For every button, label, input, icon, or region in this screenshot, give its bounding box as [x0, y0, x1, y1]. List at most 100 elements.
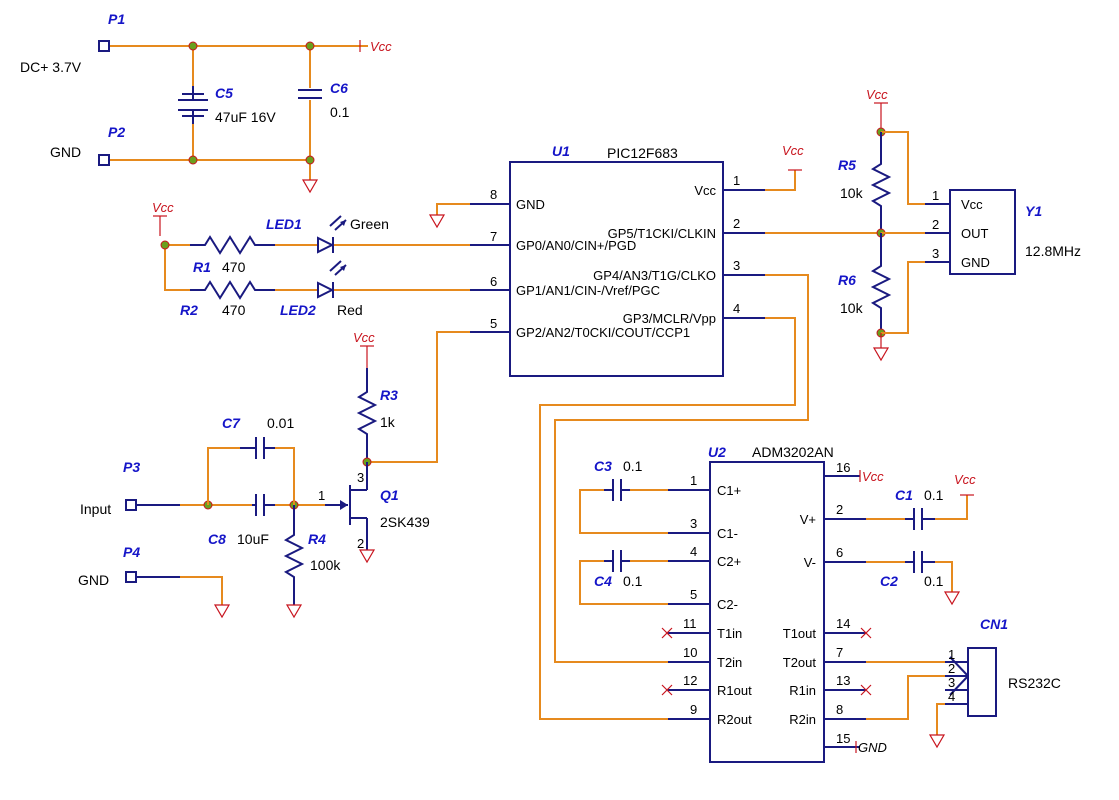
- c7-ref: C7: [222, 415, 241, 431]
- u1-pin-num: 7: [490, 229, 497, 244]
- u2-pin-num: 15: [836, 731, 850, 746]
- c8-value: 10uF: [237, 531, 269, 547]
- p1-ref: P1: [108, 11, 125, 27]
- c2-value: 0.1: [924, 573, 944, 589]
- capacitor-c6: [298, 89, 322, 99]
- led2-diode: [317, 260, 347, 299]
- r4-ref: R4: [308, 531, 326, 547]
- c3-value: 0.1: [623, 458, 643, 474]
- y1-ref: Y1: [1025, 203, 1042, 219]
- vcc-label-u1: Vcc: [782, 143, 804, 158]
- capacitor-c3: [604, 479, 630, 501]
- u2-pin-num: 1: [690, 473, 697, 488]
- u2-part: ADM3202AN: [752, 444, 834, 460]
- cn1-rs232-connector: 1 2 3 4 CN1 RS232C: [945, 616, 1061, 717]
- u2-pin-name: R2in: [789, 712, 816, 727]
- ground-symbol: [358, 549, 376, 564]
- cn1-ref: CN1: [980, 616, 1008, 632]
- y1-pin-name: OUT: [961, 226, 989, 241]
- u1-pin-num: 1: [733, 173, 740, 188]
- r3-value: 1k: [380, 414, 396, 430]
- u1-pin-num: 5: [490, 316, 497, 331]
- capacitor-c7: [240, 437, 275, 459]
- u2-pin-name: T2out: [783, 655, 817, 670]
- resistor-r4: [283, 505, 305, 605]
- led2-ref: LED2: [280, 302, 316, 318]
- r4-value: 100k: [310, 557, 341, 573]
- u2-pin-name: T1in: [717, 626, 742, 641]
- vcc-label-y1: Vcc: [866, 87, 888, 102]
- y1-pin-name: GND: [961, 255, 990, 270]
- p2-ref: P2: [108, 124, 125, 140]
- c6-ref: C6: [330, 80, 348, 96]
- led1-ref: LED1: [266, 216, 302, 232]
- led1-color: Green: [350, 216, 389, 232]
- u2-pin-num: 8: [836, 702, 843, 717]
- u1-pin-num: 2: [733, 216, 740, 231]
- p4-ref: P4: [123, 544, 140, 560]
- c4-value: 0.1: [623, 573, 643, 589]
- no-connect-marks: [661, 627, 872, 696]
- input-amp-section: Vcc R3 1k 3 1 2 Q1 2SK439 P3 Input: [78, 330, 430, 619]
- resistor-r1: [190, 235, 275, 255]
- c1-value: 0.1: [924, 487, 944, 503]
- u1-ref: U1: [552, 143, 570, 159]
- p4-terminal: [125, 571, 137, 583]
- u1-pin-name: GP0/AN0/CIN+/PGD: [516, 238, 636, 253]
- cn1-part: RS232C: [1008, 675, 1061, 691]
- cn1-pin-num: 3: [948, 675, 955, 690]
- u2-pin-num: 7: [836, 645, 843, 660]
- u2-rs232-transceiver: U2 ADM3202AN 1 3 4 5 11 10 12 9 C1+ C1- …: [668, 444, 887, 763]
- u2-pin-name: Vcc: [862, 469, 884, 484]
- p4-label: GND: [78, 572, 109, 588]
- y1-pin-num: 3: [932, 246, 939, 261]
- u1-pin-num: 6: [490, 274, 497, 289]
- r6-ref: R6: [838, 272, 856, 288]
- u1-part: PIC12F683: [607, 145, 678, 161]
- r6-value: 10k: [840, 300, 864, 316]
- u2-pin-num: 10: [683, 645, 697, 660]
- resistor-r6: [870, 233, 892, 333]
- oscillator-section: Vcc R5 10k R6 10k 1 2 3 Vcc OUT GND Y1 1…: [838, 87, 1081, 362]
- u2-pin-name: R2out: [717, 712, 752, 727]
- u2-pin-name: GND: [858, 740, 887, 755]
- y1-oscillator: [949, 189, 1016, 275]
- u2-pin-num: 16: [836, 460, 850, 475]
- r1-ref: R1: [193, 259, 211, 275]
- u2-pin-name: V+: [800, 512, 816, 527]
- p2-terminal: [98, 154, 110, 166]
- u1-pic-microcontroller: U1 PIC12F683 8 7 6 5 GND GP0/AN0/CIN+/PG…: [470, 143, 765, 377]
- vcc-label-c1: Vcc: [954, 472, 976, 487]
- r3-ref: R3: [380, 387, 398, 403]
- power-input-section: P1 DC+ 3.7V P2 GND C5 47uF 16V C6 0.1 Vc…: [20, 11, 392, 194]
- u1-pin-num: 4: [733, 301, 740, 316]
- vcc-label-led: Vcc: [152, 200, 174, 215]
- p1-label: DC+ 3.7V: [20, 59, 82, 75]
- q1-pin-num: 2: [357, 536, 364, 551]
- u2-pin-num: 14: [836, 616, 850, 631]
- u2-pin-name: T1out: [783, 626, 817, 641]
- led2-color: Red: [337, 302, 363, 318]
- q1-pin-num: 1: [318, 488, 325, 503]
- c3-ref: C3: [594, 458, 612, 474]
- u2-pin-num: 3: [690, 516, 697, 531]
- ground-symbol: [285, 604, 303, 619]
- ground-symbol: [943, 591, 961, 606]
- c7-value: 0.01: [267, 415, 294, 431]
- cn1-pin-num: 1: [948, 647, 955, 662]
- u2-pin-num: 12: [683, 673, 697, 688]
- c5-value: 47uF 16V: [215, 109, 276, 125]
- led1-diode: [317, 215, 347, 254]
- u1-pin-name: GP4/AN3/T1G/CLKO: [593, 268, 716, 283]
- u2-pin-num: 2: [836, 502, 843, 517]
- y1-pin-num: 1: [932, 188, 939, 203]
- u2-pin-name: C1-: [717, 526, 738, 541]
- u2-pin-num: 6: [836, 545, 843, 560]
- c4-ref: C4: [594, 573, 612, 589]
- vcc-label-r3: Vcc: [353, 330, 375, 345]
- y1-pin-name: Vcc: [961, 197, 983, 212]
- u2-pin-num: 5: [690, 587, 697, 602]
- r5-ref: R5: [838, 157, 856, 173]
